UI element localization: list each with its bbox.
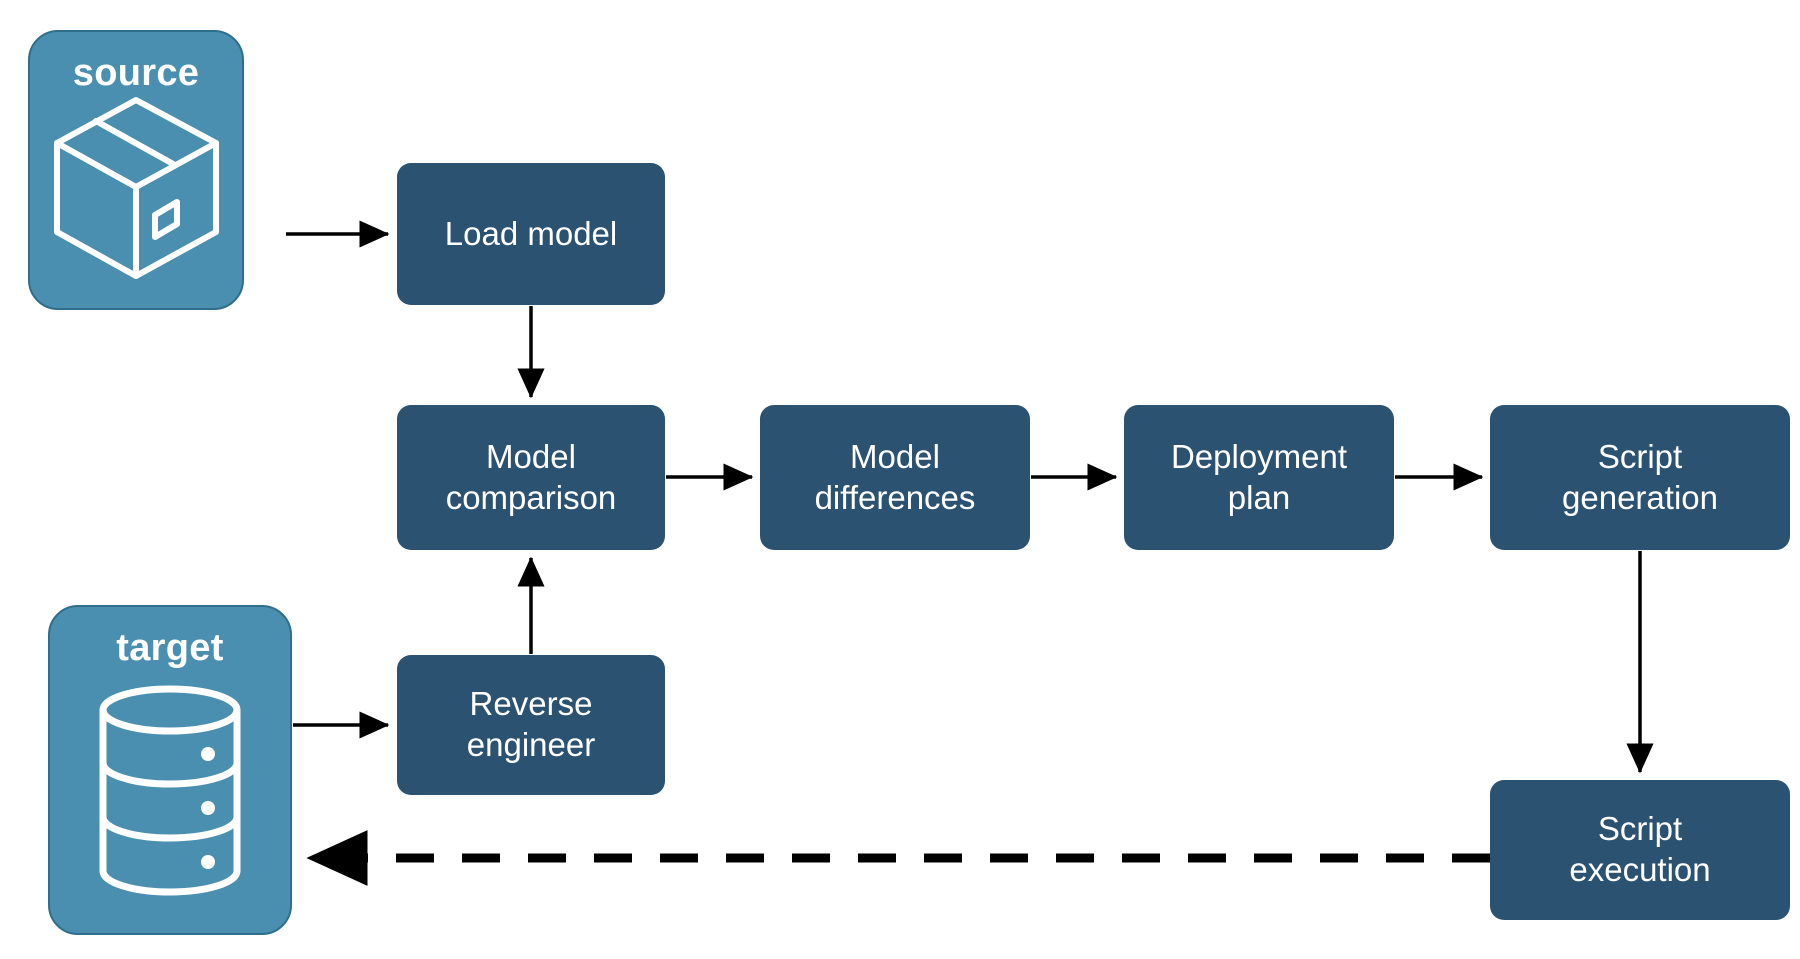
process-deployment-plan[interactable]: Deployment plan	[1124, 405, 1394, 550]
endpoint-source[interactable]: source	[28, 30, 244, 310]
db-status-dot	[201, 855, 215, 869]
process-load-model[interactable]: Load model	[397, 163, 665, 305]
process-load-model-label: Load model	[444, 214, 618, 252]
process-model-differences-label: Model differences	[814, 437, 976, 516]
endpoint-source-label: source	[72, 52, 200, 94]
process-deployment-plan-label: Deployment plan	[1170, 437, 1348, 516]
package-box-icon	[53, 97, 219, 279]
process-model-differences[interactable]: Model differences	[760, 405, 1030, 550]
endpoint-target[interactable]: target	[48, 605, 292, 935]
process-script-generation-label: Script generation	[1562, 437, 1718, 516]
process-script-generation[interactable]: Script generation	[1490, 405, 1790, 550]
process-script-execution-label: Script execution	[1569, 810, 1711, 888]
db-status-dot	[201, 801, 215, 815]
database-cylinder-icon	[99, 685, 241, 896]
process-reverse-engineer-label: Reverse engineer	[466, 685, 596, 763]
endpoint-target-label: target	[116, 627, 224, 669]
process-script-execution[interactable]: Script execution	[1490, 780, 1790, 920]
process-reverse-engineer[interactable]: Reverse engineer	[397, 655, 665, 795]
process-model-comparison[interactable]: Model comparison	[397, 405, 665, 550]
process-model-comparison-label: Model comparison	[445, 437, 617, 516]
db-status-dot	[201, 747, 215, 761]
